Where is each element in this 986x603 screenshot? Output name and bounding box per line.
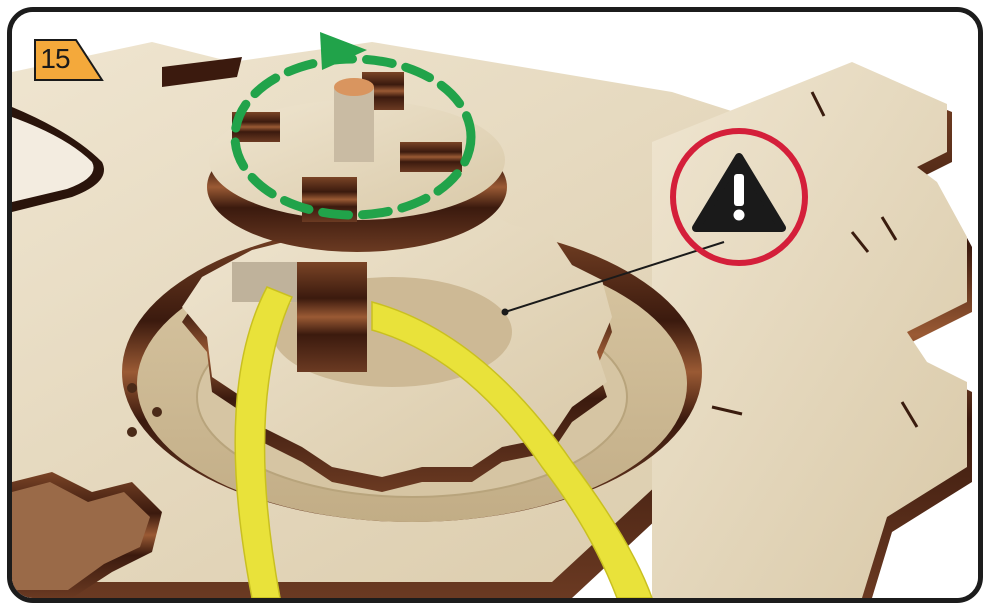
instruction-frame: 15	[7, 7, 983, 603]
step-badge: 15	[34, 39, 78, 79]
warning-callout	[12, 12, 978, 598]
step-number: 15	[34, 39, 76, 79]
